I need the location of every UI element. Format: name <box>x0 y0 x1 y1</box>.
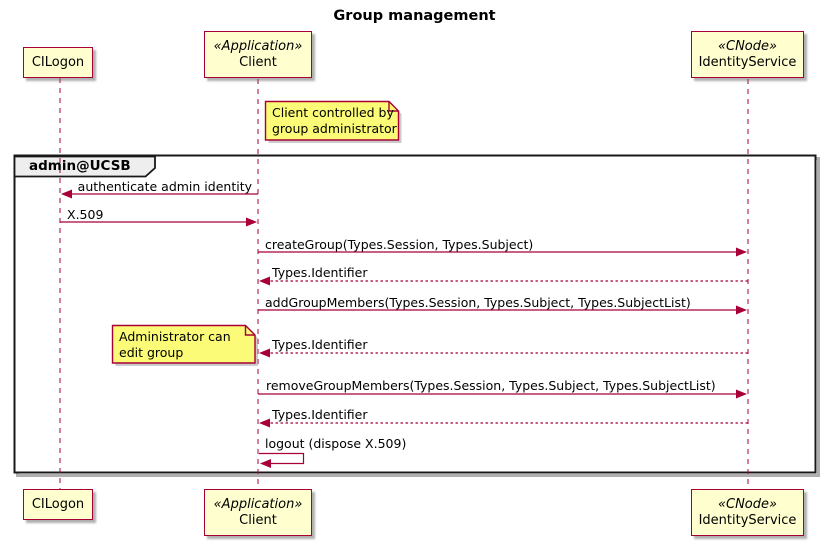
arrow-logout-head <box>260 459 271 468</box>
diagram-title: Group management <box>333 8 496 24</box>
arrow-authenticate-head <box>61 189 72 199</box>
participant-name: CILogon <box>31 54 85 70</box>
note-admin-text: Administrator can edit group <box>119 329 231 360</box>
note-admin-shape <box>111 324 256 364</box>
message-identifier1-label: Types.Identifier <box>272 265 368 280</box>
arrow-removegroupmembers-head <box>736 389 747 399</box>
note-client-fold <box>388 101 399 112</box>
arrow-logout-selfloop <box>259 452 305 465</box>
message-creategroup-label: createGroup(Types.Session, Types.Subject… <box>265 237 534 252</box>
participant-client-top[interactable]: «Application» Client <box>204 31 312 78</box>
arrow-identifier1-head <box>259 276 270 286</box>
participant-cilogon-bottom[interactable]: CILogon <box>23 489 93 520</box>
note-admin-fold <box>244 325 255 336</box>
note-client-text: Client controlled by group administrator <box>272 105 397 136</box>
arrow-identifier2-head <box>259 348 270 358</box>
message-x509-label: X.509 <box>67 207 104 222</box>
participant-client-bottom[interactable]: «Application» Client <box>204 489 312 536</box>
frame-border <box>13 154 817 474</box>
participant-cilogon-top[interactable]: CILogon <box>23 47 93 78</box>
message-removegroupmembers-label: removeGroupMembers(Types.Session, Types.… <box>266 378 716 393</box>
participant-stereotype: «CNode» <box>717 496 778 512</box>
message-identifier3-label: Types.Identifier <box>272 407 368 422</box>
arrow-identifier3-head <box>259 418 270 428</box>
message-logout-label: logout (dispose X.509) <box>265 436 407 451</box>
participant-name: CILogon <box>31 496 85 512</box>
arrow-addgroupmembers-head <box>736 305 747 315</box>
participant-identityservice-bottom[interactable]: «CNode» IdentityService <box>691 489 804 536</box>
participant-name: Client <box>239 512 277 528</box>
frame-label-pentagon <box>13 155 156 178</box>
arrow-x509-head <box>246 217 257 227</box>
participant-name: IdentityService <box>698 512 797 528</box>
arrow-creategroup-head <box>736 247 747 257</box>
participant-stereotype: «CNode» <box>717 38 778 54</box>
message-addgroupmembers-label: addGroupMembers(Types.Session, Types.Sub… <box>265 295 691 310</box>
participant-name: Client <box>239 54 277 70</box>
message-identifier2-label: Types.Identifier <box>272 337 368 352</box>
message-authenticate-label: authenticate admin identity <box>77 179 252 194</box>
participant-stereotype: «Application» <box>213 38 303 54</box>
frame-label: admin@UCSB <box>29 158 131 174</box>
note-client-shape <box>264 100 400 141</box>
participant-stereotype: «Application» <box>213 496 303 512</box>
participant-identityservice-top[interactable]: «CNode» IdentityService <box>691 31 804 78</box>
participant-name: IdentityService <box>698 54 797 70</box>
